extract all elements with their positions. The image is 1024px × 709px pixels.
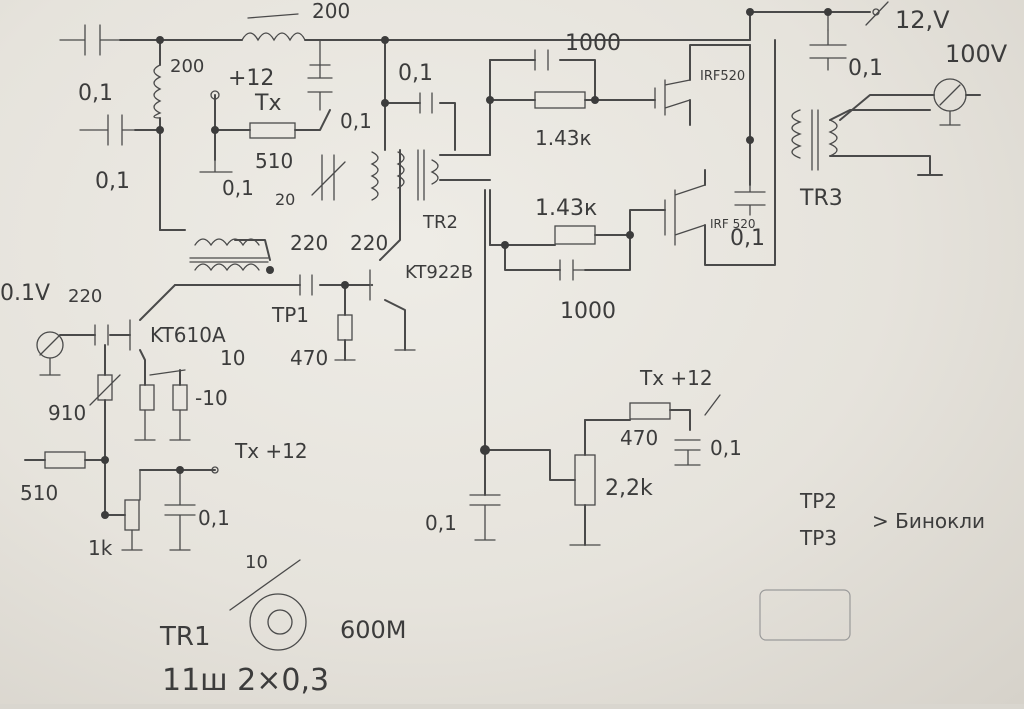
- components: [36, 1, 981, 651]
- label-cap-1000-top: 1000: [565, 31, 621, 56]
- label-res-10-a: 10: [220, 346, 245, 370]
- label-cap-01-a: 0,1: [78, 81, 113, 106]
- label-cap-01-b: 0,1: [95, 169, 130, 194]
- label-tp2: TP2: [799, 489, 837, 513]
- label-tp1: TP1: [271, 303, 309, 327]
- label-res-1k: 1k: [88, 536, 113, 560]
- label-top-inductor: 200: [312, 0, 350, 23]
- label-mosfet-bottom: IRF 520: [710, 217, 756, 231]
- label-core-600m: 600M: [340, 616, 407, 644]
- label-trim-20: 20: [275, 190, 295, 209]
- label-tr1: TR1: [159, 622, 211, 652]
- label-cap-01-e: 0,1: [198, 506, 230, 530]
- wires: [24, 11, 871, 546]
- label-kt610: KT610A: [150, 323, 226, 347]
- label-cap-01-g: 0,1: [425, 511, 457, 535]
- label-cap-top-right: 0,1: [848, 56, 883, 81]
- label-trim-22k: 2,2k: [605, 476, 653, 501]
- label-cap-01-d: 0,1: [222, 176, 254, 200]
- label-mosfet-top: IRF520: [700, 69, 745, 84]
- label-kt922: KT922B: [405, 262, 473, 283]
- label-cap-01-c: 0,1: [340, 109, 372, 133]
- label-cap-220-a: 220: [290, 231, 328, 255]
- label-cap-01-mid: 0,1: [730, 226, 765, 251]
- label-res-470-right: 470: [620, 426, 658, 450]
- label-tx-plus12-right: Tx +12: [639, 366, 713, 390]
- label-tr2: TR2: [422, 212, 458, 233]
- label-winding: 11ш 2×0,3: [162, 663, 329, 698]
- label-supply-12v: 12,V: [895, 6, 950, 34]
- label-cap-01-center: 0,1: [398, 61, 433, 86]
- label-res-510-bot: 510: [20, 481, 58, 505]
- label-cap-1000-bot: 1000: [560, 299, 616, 324]
- label-binoc: > Бинокли: [872, 509, 985, 533]
- label-plus12-tx: +12: [228, 66, 274, 91]
- label-res-470: 470: [290, 346, 328, 370]
- label-cap-220-b: 220: [350, 231, 388, 255]
- label-ind-200-left: 200: [170, 56, 204, 77]
- label-cap-220-in: 220: [68, 286, 102, 307]
- label-tp3: TP3: [799, 526, 837, 550]
- label-core-10: 10: [245, 552, 268, 573]
- label-tr3: TR3: [799, 186, 843, 211]
- label-res-910: 910: [48, 401, 86, 425]
- label-res-10-b: -10: [195, 386, 228, 410]
- label-tx: Tx: [254, 91, 281, 116]
- label-cap-01-f: 0,1: [710, 436, 742, 460]
- label-in-01v: 0.1V: [0, 281, 50, 306]
- labels: 200 12,V 100V 0,1 1000 1.43к IRF520 IRF …: [0, 0, 1008, 698]
- label-res-143k-mid: 1.43к: [535, 196, 597, 221]
- label-tx-plus12-bot: Tx +12: [234, 439, 308, 463]
- label-res-143k-top: 1.43к: [535, 126, 592, 150]
- junctions: [101, 8, 832, 519]
- label-res-510-top: 510: [255, 149, 293, 173]
- label-out-100v: 100V: [945, 40, 1008, 68]
